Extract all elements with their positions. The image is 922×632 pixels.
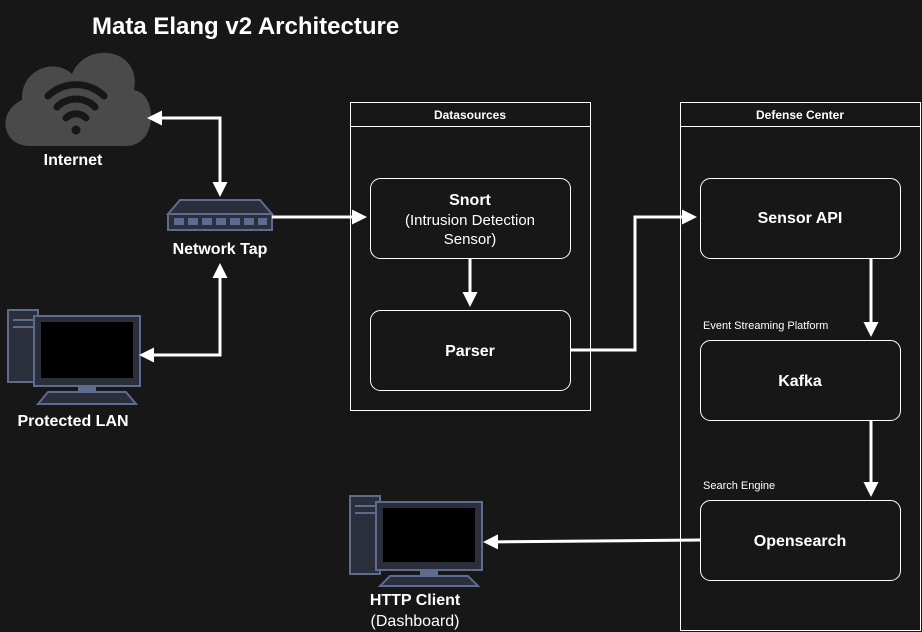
- opensearch-caption: Search Engine: [703, 480, 775, 492]
- wifi-arc-outer: [44, 81, 108, 100]
- connectors: [139, 110, 879, 550]
- edge-internet-tap: [147, 110, 228, 197]
- parser-node: [370, 310, 571, 391]
- defense-center-container: [680, 102, 921, 631]
- monitor-stand: [420, 570, 438, 576]
- switch-port: [188, 218, 198, 225]
- internet-label: Internet: [44, 152, 103, 169]
- http-client-sublabel: (Dashboard): [371, 613, 460, 630]
- datasources-header: Datasources: [434, 108, 506, 122]
- monitor-screen: [41, 322, 133, 378]
- switch-port: [216, 218, 226, 225]
- sensor-api-node: [700, 178, 901, 259]
- network-switch-icon: [165, 199, 275, 231]
- parser-label: Parser: [445, 343, 495, 360]
- snort-title: Snort: [449, 192, 491, 209]
- monitor-screen: [383, 508, 475, 562]
- switch-port: [230, 218, 240, 225]
- wifi-arc-inner: [62, 110, 90, 122]
- datasources-group: Datasources Snort (Intrusion Detection S…: [350, 102, 591, 411]
- monitor-stand: [78, 386, 96, 392]
- keyboard: [35, 391, 139, 405]
- http-client-label: HTTP Client: [370, 592, 461, 609]
- defense-center-header: Defense Center: [756, 108, 844, 122]
- cloud-wifi-icon: [5, 52, 152, 146]
- keyboard: [377, 575, 481, 587]
- wifi-arc-middle: [53, 95, 99, 111]
- kafka-node: [700, 340, 901, 421]
- protected-lan-label: Protected LAN: [17, 413, 128, 430]
- computer-icon: [7, 309, 141, 405]
- kafka-label: Kafka: [778, 373, 822, 390]
- edge-parser-sensor-api: [571, 209, 697, 352]
- datasources-container: [350, 102, 591, 411]
- opensearch-node: [700, 500, 901, 581]
- opensearch-label: Opensearch: [754, 533, 846, 550]
- wifi-dot: [71, 125, 81, 135]
- edge-lan-tap: [139, 263, 228, 363]
- diagram-title: Mata Elang v2 Architecture: [92, 13, 399, 40]
- network-tap-label: Network Tap: [173, 241, 268, 258]
- defense-center-group: Defense Center Sensor API Event Streamin…: [680, 102, 921, 631]
- switch-port: [202, 218, 212, 225]
- edge-opensearch-http-client: [483, 534, 701, 550]
- switch-port: [244, 218, 254, 225]
- kafka-caption: Event Streaming Platform: [703, 320, 828, 332]
- sensor-api-label: Sensor API: [758, 210, 843, 227]
- computer-icon: [349, 495, 483, 587]
- switch-port: [174, 218, 184, 225]
- snort-subtitle-line1: (Intrusion Detection: [405, 212, 535, 229]
- snort-node: [370, 178, 571, 259]
- switch-top: [165, 199, 275, 215]
- switch-port: [258, 218, 267, 225]
- snort-subtitle-line2: Sensor): [444, 231, 497, 248]
